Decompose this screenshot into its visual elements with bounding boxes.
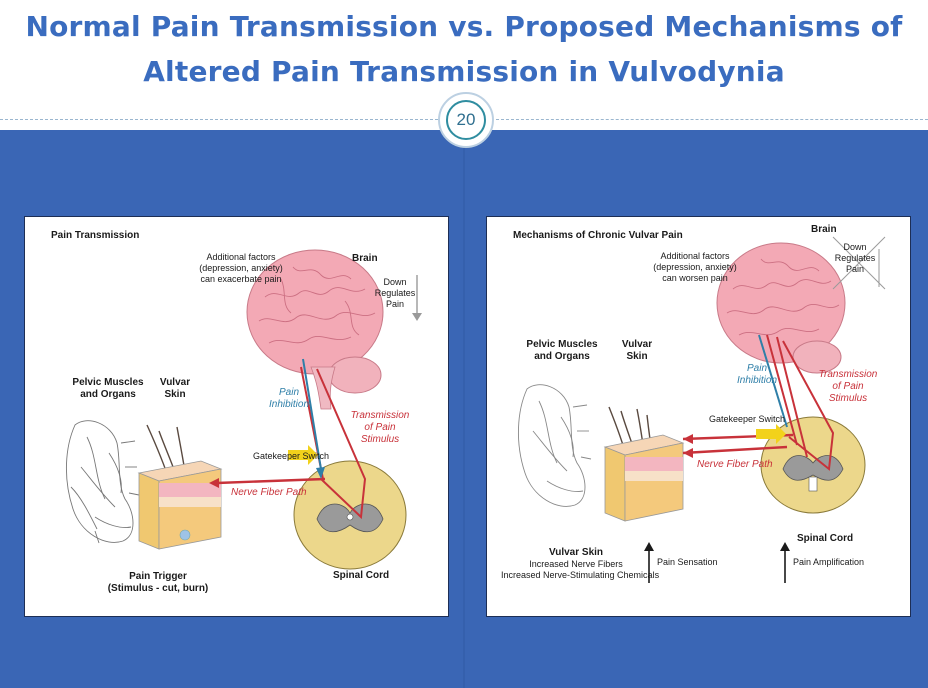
vulvar-label-line-2: Skin [164, 389, 186, 400]
transmission-label: Transmission of Pain Stimulus [807, 369, 889, 405]
down-regulates-line-3: Pain [385, 299, 404, 309]
brain-label: Brain [811, 224, 837, 235]
gatekeeper-switch-label: Gatekeeper Switch [709, 414, 786, 424]
content-divider [463, 130, 465, 688]
down-regulates-arrow [412, 275, 422, 321]
pelvic-label-line-1: Pelvic Muscles [526, 339, 598, 350]
transmission-line-2: of Pain [364, 422, 396, 433]
nerve-fiber-path-label: Nerve Fiber Path [697, 459, 773, 470]
additional-factors-line-2: (depression, anxiety) [199, 263, 283, 273]
down-regulates-line-3: Pain [845, 264, 864, 274]
vulvar-label-line-2: Skin [626, 351, 648, 362]
down-regulates-line-1: Down [383, 277, 407, 287]
pelvic-muscles-label: Pelvic Muscles and Organs [517, 339, 607, 363]
vulvar-skin-change-2: Increased Nerve-Stimulating Chemicals [501, 570, 660, 580]
pain-inhibition-label: Pain Inhibition [267, 387, 311, 411]
down-regulates-line-2: Regulates [374, 288, 416, 298]
chronic-pain-illustration [518, 236, 886, 583]
pelvic-label-line-1: Pelvic Muscles [72, 377, 144, 388]
spinal-cord-label: Spinal Cord [333, 570, 390, 581]
vulvar-label-line-1: Vulvar [621, 339, 653, 350]
normal-pain-transmission-diagram: Pain Transmission Brain Additional facto… [24, 216, 449, 617]
normal-pain-illustration [66, 249, 422, 570]
transmission-line-2: of Pain [832, 381, 864, 392]
additional-factors-note: Additional factors (depression, anxiety)… [189, 252, 293, 285]
crossed-out-down-regulates [832, 236, 886, 290]
slide-title-line-1: Normal Pain Transmission vs. Proposed Me… [25, 10, 903, 43]
additional-factors-line-3: can worsen pain [662, 273, 728, 283]
pain-inhibition-label: Pain Inhibition [735, 363, 779, 387]
header-divider-right [496, 119, 928, 120]
spinal-cord [760, 416, 866, 514]
down-regulates-pain: Down Regulates Pain [371, 277, 419, 310]
pain-sensation-label: Pain Sensation [657, 557, 718, 567]
vulvar-skin-changes-title: Vulvar Skin [548, 547, 604, 558]
transmission-line-3: Stimulus [828, 393, 868, 404]
additional-factors-line-1: Additional factors [660, 251, 730, 261]
spinal-cord-label: Spinal Cord [797, 533, 854, 544]
pain-inhibition-line-1: Pain [746, 363, 767, 374]
pelvic-label-line-2: and Organs [534, 351, 590, 362]
vulvar-label-line-1: Vulvar [159, 377, 191, 388]
transmission-line-3: Stimulus [360, 434, 400, 445]
down-regulates-pain: Down Regulates Pain [831, 242, 879, 275]
pain-amplification-label: Pain Amplification [793, 557, 865, 567]
transmission-line-1: Transmission [350, 410, 410, 421]
pain-inhibition-line-2: Inhibition [736, 375, 778, 386]
nerve-pathways [209, 358, 367, 520]
pelvic-label-line-2: and Organs [80, 389, 136, 400]
pain-sensation-arrow [644, 542, 654, 583]
spinal-cord [293, 460, 407, 570]
vulvar-skin-label: Vulvar Skin [615, 339, 659, 363]
vulvar-skin-change-1: Increased Nerve Fibers [529, 559, 623, 569]
additional-factors-line-1: Additional factors [206, 252, 276, 262]
page-number: 20 [446, 100, 486, 140]
pelvic-muscles-label: Pelvic Muscles and Organs [63, 377, 153, 401]
brain [716, 242, 846, 374]
vulvar-skin-changes: Vulvar Skin Increased Nerve Fibers Incre… [501, 547, 660, 581]
pain-trigger-line-1: Pain Trigger [129, 571, 187, 582]
down-regulates-line-1: Down [843, 242, 867, 252]
page-number-badge: 20 [438, 92, 494, 148]
skin-cube [137, 460, 223, 550]
panel-title: Pain Transmission [51, 230, 140, 241]
pain-inhibition-line-1: Pain [278, 387, 299, 398]
vulvar-skin-label: Vulvar Skin [155, 377, 195, 401]
additional-factors-note: Additional factors (depression, anxiety)… [643, 251, 747, 284]
additional-factors-line-3: can exacerbate pain [200, 274, 282, 284]
pelvis-sketch [66, 420, 140, 544]
gatekeeper-switch-label: Gatekeeper Switch [253, 451, 330, 461]
transmission-label: Transmission of Pain Stimulus [339, 410, 421, 446]
header-divider-left [0, 119, 438, 120]
down-regulates-line-2: Regulates [834, 253, 876, 263]
panel-title: Mechanisms of Chronic Vulvar Pain [513, 230, 683, 241]
transmission-line-1: Transmission [818, 369, 878, 380]
skin-cube [603, 434, 685, 522]
nerve-fiber-path-label: Nerve Fiber Path [231, 487, 307, 498]
pain-trigger-label: Pain Trigger (Stimulus - cut, burn) [103, 571, 213, 595]
chronic-vulvar-pain-diagram: Mechanisms of Chronic Vulvar Pain Brain … [486, 216, 911, 617]
brain-label: Brain [352, 253, 378, 264]
pain-inhibition-line-2: Inhibition [268, 399, 310, 410]
pain-amplification-arrow [780, 542, 790, 583]
nerve-pathways [682, 334, 835, 471]
slide-title-line-2: Altered Pain Transmission in Vulvodynia [143, 55, 785, 88]
pain-trigger-line-2: (Stimulus - cut, burn) [107, 583, 209, 594]
additional-factors-line-2: (depression, anxiety) [653, 262, 737, 272]
pelvis-sketch [518, 384, 592, 507]
